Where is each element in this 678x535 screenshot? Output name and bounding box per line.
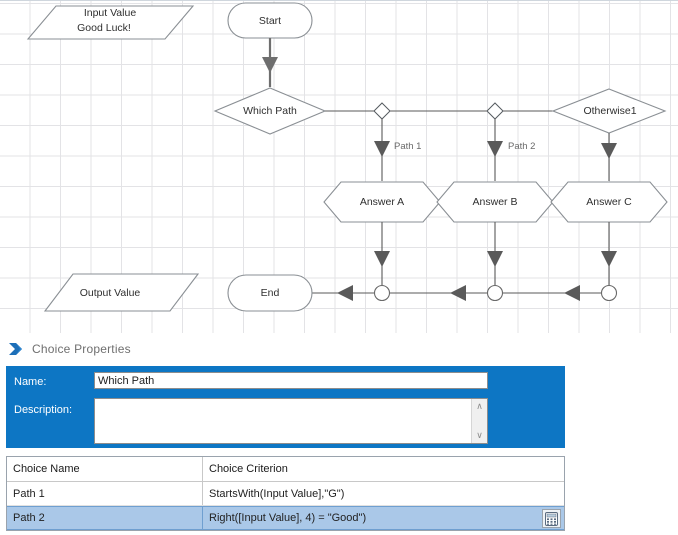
branch-point-path-1 <box>373 102 391 120</box>
name-label: Name: <box>14 376 47 388</box>
name-input[interactable] <box>94 372 488 389</box>
column-header-choice-name[interactable]: Choice Name <box>7 457 203 481</box>
connector-merge-bus[interactable] <box>312 284 618 302</box>
choice-properties-form: Name: Description: ∧ ∨ <box>6 366 565 448</box>
choice-flag-icon <box>9 343 22 355</box>
calculator-icon <box>545 511 558 526</box>
node-start[interactable]: Start <box>227 2 313 39</box>
scroll-down-icon[interactable]: ∨ <box>476 430 483 440</box>
edge-label-path-2: Path 2 <box>508 141 535 152</box>
node-which-path[interactable]: Which Path <box>213 87 327 135</box>
description-field-wrapper: ∧ ∨ <box>94 398 488 444</box>
node-answer-c[interactable]: Answer C <box>550 181 668 223</box>
scroll-up-icon[interactable]: ∧ <box>476 401 483 411</box>
cell-choice-name[interactable]: Path 2 <box>7 507 203 529</box>
description-scrollbar[interactable]: ∧ ∨ <box>471 399 487 443</box>
node-otherwise1-label: Otherwise1 <box>583 105 636 117</box>
connector-start-to-which-path[interactable] <box>262 38 278 87</box>
properties-header-title: Choice Properties <box>32 342 131 356</box>
node-input-value-label-line2: Good Luck! <box>77 22 131 34</box>
branch-point-path-2 <box>486 102 504 120</box>
node-start-label: Start <box>259 15 281 27</box>
node-answer-a-label: Answer A <box>360 196 404 208</box>
node-otherwise1[interactable]: Otherwise1 <box>551 88 667 134</box>
connector-answer-c-down[interactable] <box>601 222 617 293</box>
connector-decision-bus[interactable] <box>325 102 568 120</box>
description-label: Description: <box>14 404 73 416</box>
cell-choice-criterion[interactable]: Right([Input Value], 4) = "Good") <box>209 512 367 524</box>
expression-builder-button[interactable] <box>542 509 561 528</box>
merge-junction-b <box>486 284 504 302</box>
merge-junction-a <box>373 284 391 302</box>
node-output-value-label: Output Value <box>80 287 141 299</box>
column-header-choice-criterion[interactable]: Choice Criterion <box>209 463 288 475</box>
node-answer-b-label: Answer B <box>473 196 518 208</box>
node-which-path-label: Which Path <box>243 105 297 117</box>
node-output-value[interactable]: Output Value <box>43 273 200 312</box>
description-input[interactable] <box>95 399 471 443</box>
connector-answer-a-down[interactable] <box>374 222 390 293</box>
node-input-value-label-line1: Input Value <box>84 7 137 19</box>
edge-label-path-1: Path 1 <box>394 141 421 152</box>
choices-grid[interactable]: Choice Name Choice Criterion Path 1 Star… <box>6 456 565 531</box>
connector-otherwise-to-answer-c[interactable] <box>601 133 617 181</box>
node-end-label: End <box>261 287 280 299</box>
flowchart-canvas[interactable]: Input Value Good Luck! Start Which Path <box>0 0 678 333</box>
node-answer-a[interactable]: Answer A <box>323 181 441 223</box>
node-input-value[interactable]: Input Value Good Luck! <box>26 5 195 40</box>
node-answer-b[interactable]: Answer B <box>436 181 554 223</box>
connector-path-2[interactable]: Path 2 <box>487 119 535 181</box>
merge-junction-c <box>600 284 618 302</box>
connector-answer-b-down[interactable] <box>487 222 503 293</box>
grid-header-row: Choice Name Choice Criterion <box>7 457 564 482</box>
connector-path-1[interactable]: Path 1 <box>374 119 421 181</box>
cell-choice-criterion[interactable]: StartsWith(Input Value],"G") <box>209 487 345 500</box>
table-row[interactable]: Path 2 Right([Input Value], 4) = "Good") <box>7 506 564 530</box>
cell-choice-name[interactable]: Path 1 <box>7 482 203 505</box>
node-answer-c-label: Answer C <box>586 196 632 208</box>
table-row[interactable]: Path 1 StartsWith(Input Value],"G") <box>7 482 564 506</box>
properties-header: Choice Properties <box>0 334 678 364</box>
node-end[interactable]: End <box>227 274 313 312</box>
